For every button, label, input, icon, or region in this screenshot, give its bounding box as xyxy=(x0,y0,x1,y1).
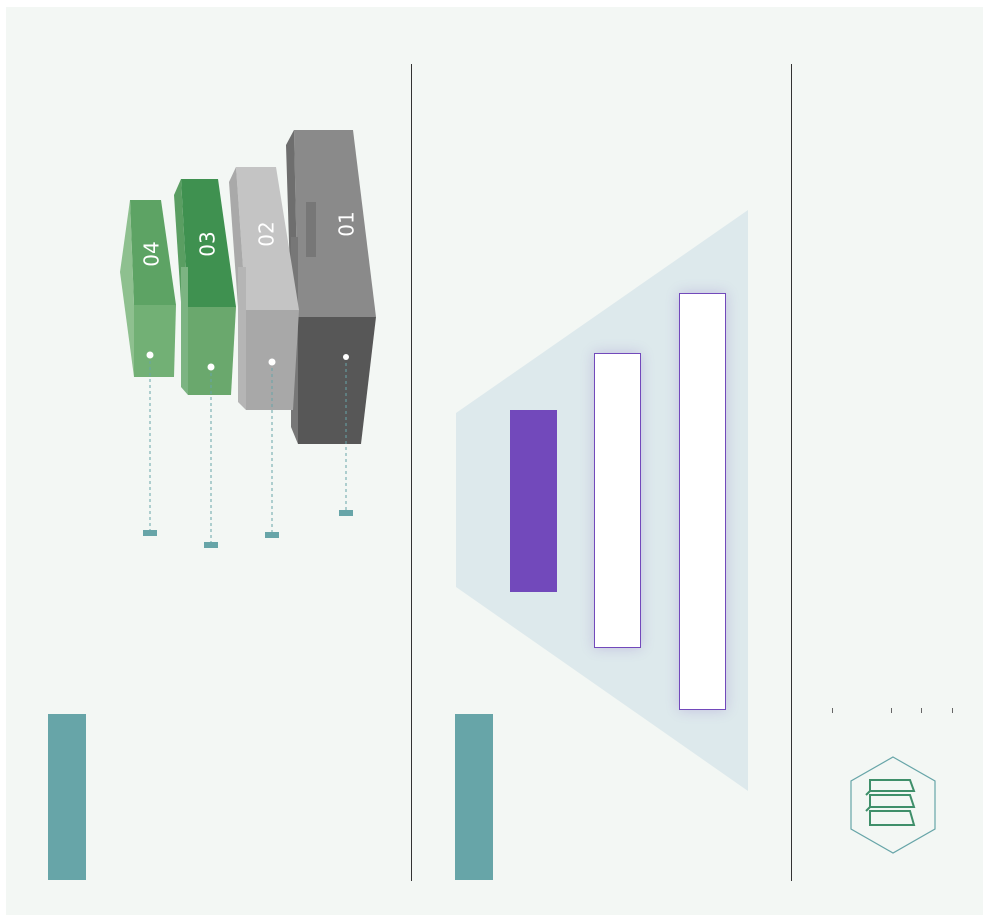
tick-mark xyxy=(921,708,922,713)
tick-mark xyxy=(832,708,833,713)
box-02: 02 xyxy=(229,167,299,538)
box-04-label: 04 xyxy=(140,241,164,266)
box-03-label: 03 xyxy=(196,231,220,256)
divider-right xyxy=(791,64,792,881)
box-02-label: 02 xyxy=(255,221,279,246)
stacked-boxes-diagram: 01 02 03 xyxy=(120,130,376,548)
funnel-bar-outline-large xyxy=(679,293,726,710)
layers-icon xyxy=(850,756,936,854)
box-01-label: 01 xyxy=(335,211,359,236)
box-04: 04 xyxy=(120,200,176,536)
funnel-bar-outline-middle xyxy=(594,353,641,648)
divider-left xyxy=(411,64,412,881)
tick-mark xyxy=(952,708,953,713)
slide-canvas: 01 02 03 xyxy=(6,7,983,915)
tick-mark xyxy=(891,708,892,713)
box-01: 01 xyxy=(286,130,376,516)
box-03: 03 xyxy=(174,179,236,548)
funnel-shape xyxy=(456,210,748,791)
left-teal-bar xyxy=(48,714,86,880)
funnel-bar-filled xyxy=(510,410,557,592)
middle-teal-bar xyxy=(455,714,493,880)
